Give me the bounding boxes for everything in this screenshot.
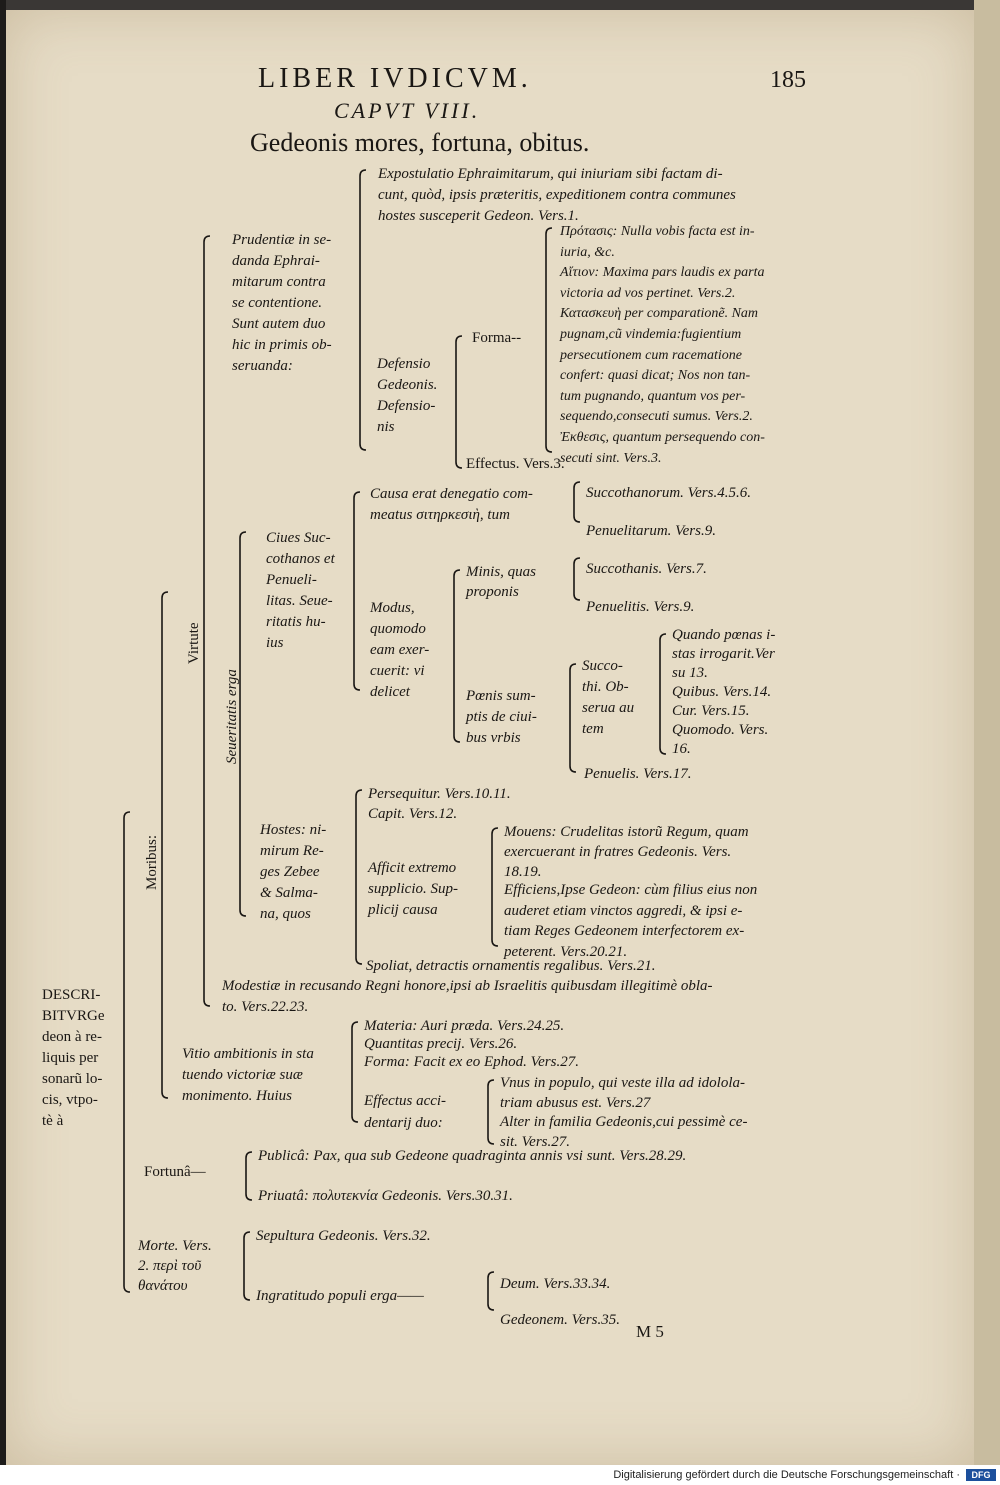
running-title: LIBER IVDICVM. bbox=[258, 63, 532, 94]
ingratitudo-items: Deum. Vers.33.34.Gedeonem. Vers.35. bbox=[500, 1276, 620, 1328]
fortuna-label: Fortunâ— bbox=[144, 1164, 206, 1180]
causa-text: Causa erat denegatio com-meatus σιτηρκεσ… bbox=[370, 486, 533, 523]
effectus2-items: Vnus in populo, qui veste illa ad idolol… bbox=[500, 1075, 748, 1150]
forma-items: Πρότασις: Nulla vobis facta est in-iuria… bbox=[560, 224, 765, 466]
sepultura-item: Sepultura Gedeonis. Vers.32. bbox=[256, 1228, 431, 1244]
expostulatio-text: Expostulatio Ephraimitarum, qui iniuriam… bbox=[378, 166, 736, 224]
efficiens-text: Efficiens,Ipse Gedeon: cùm filius eius n… bbox=[504, 882, 758, 960]
page-number: 185 bbox=[770, 67, 806, 93]
prudentia-branch: Prudentiæ in se-danda Ephrai-mitarum con… bbox=[232, 232, 332, 374]
persequitur-item: Persequitur. Vers.10.11. bbox=[368, 786, 511, 802]
moribus-label: Moribus: bbox=[144, 834, 160, 890]
capit-item: Capit. Vers.12. bbox=[368, 806, 458, 822]
forma-label: Forma-- bbox=[472, 330, 522, 346]
penuelis-item: Penuelis. Vers.17. bbox=[584, 766, 692, 782]
hostes-branch: Hostes: ni-mirum Re-ges Zebee& Salma-na,… bbox=[260, 822, 327, 922]
materia-item: Materia: Auri præda. Vers.24.25. bbox=[364, 1018, 565, 1034]
footer-credit: Digitalisierung gefördert durch die Deut… bbox=[613, 1469, 960, 1481]
priuata-item: Priuatâ: πολυτεκνία Gedeonis. Vers.30.31… bbox=[258, 1188, 513, 1204]
quantitas-item: Quantitas precij. Vers.26. bbox=[364, 1036, 518, 1052]
causa-items: Succothanorum. Vers.4.5.6.Penuelitarum. … bbox=[586, 485, 751, 539]
dfg-logo: DFG bbox=[966, 1469, 996, 1481]
right-scan-border bbox=[974, 0, 1000, 1465]
virtute-label: Virtute bbox=[186, 622, 202, 664]
ingratitudo-item: Ingratitudo populi erga—— bbox=[256, 1288, 424, 1304]
poenis-branch: Pœnis sum-ptis de ciui-bus vrbis bbox=[466, 688, 537, 746]
forma2-item: Forma: Facit ex eo Ephod. Vers.27. bbox=[364, 1054, 579, 1070]
left-scan-border bbox=[0, 0, 6, 1485]
spoliat-item: Spoliat, detractis ornamentis regalibus.… bbox=[366, 958, 656, 974]
seueritatis-label: Seueritatis erga bbox=[224, 669, 240, 764]
effectus-label: Effectus. Vers.3. bbox=[466, 456, 565, 472]
modestiae-branch: Modestiæ in recusando Regni honore,ipsi … bbox=[222, 978, 713, 1015]
chapter-title: Gedeonis mores, fortuna, obitus. bbox=[250, 128, 590, 157]
chapter-heading: CAPVT VIII. bbox=[334, 98, 481, 123]
minis-items: Succothanis. Vers.7.Penuelitis. Vers.9. bbox=[586, 561, 707, 615]
signature-mark: M 5 bbox=[636, 1322, 664, 1341]
effectus2-branch: Effectus acci-dentarij duo: bbox=[364, 1093, 447, 1131]
footer-bar: Digitalisierung gefördert durch die Deut… bbox=[0, 1465, 1000, 1485]
publica-item: Publicâ: Pax, qua sub Gedeone quadragint… bbox=[258, 1148, 687, 1164]
